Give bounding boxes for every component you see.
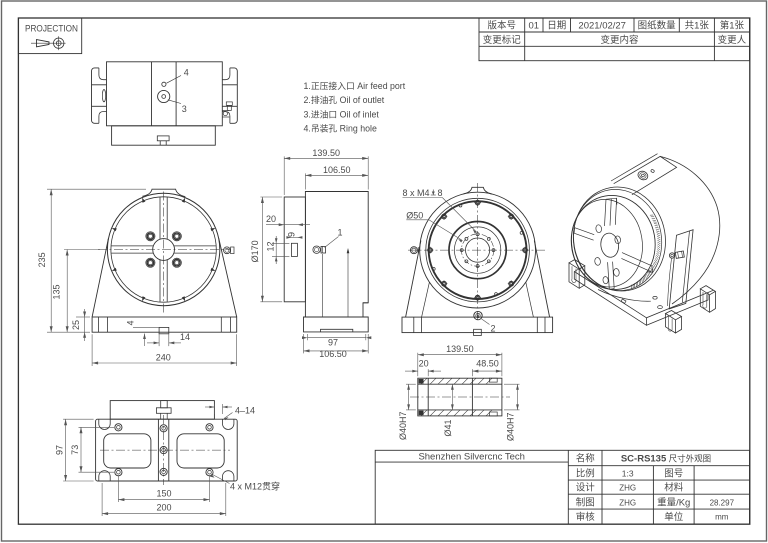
svg-text:第1张: 第1张 xyxy=(720,20,745,32)
svg-text:ZHG: ZHG xyxy=(619,484,636,493)
svg-text:Ø170: Ø170 xyxy=(250,240,260,262)
svg-text:28.297: 28.297 xyxy=(710,498,735,507)
svg-text:106.50: 106.50 xyxy=(319,349,347,359)
svg-text:PROJECTION: PROJECTION xyxy=(25,24,78,35)
svg-text:3: 3 xyxy=(182,104,187,114)
svg-text:97: 97 xyxy=(328,338,338,348)
svg-text:135: 135 xyxy=(51,284,61,299)
svg-text:1: 1 xyxy=(338,228,343,238)
svg-text:8 x M4: 8 x M4 xyxy=(403,188,430,198)
svg-text:3.进油口 Oil of inlet: 3.进油口 Oil of inlet xyxy=(304,108,380,119)
svg-text:名称: 名称 xyxy=(576,453,596,465)
svg-text:4: 4 xyxy=(184,68,189,78)
svg-text:Ø40H7: Ø40H7 xyxy=(506,412,516,441)
svg-text:235: 235 xyxy=(37,252,47,267)
svg-text:139.50: 139.50 xyxy=(446,344,474,354)
svg-text:8: 8 xyxy=(438,188,443,198)
svg-text:重量/Kg: 重量/Kg xyxy=(657,496,690,508)
svg-text:9: 9 xyxy=(287,232,297,237)
svg-text:4 x M12贯穿: 4 x M12贯穿 xyxy=(230,481,280,492)
svg-text:图纸数量: 图纸数量 xyxy=(638,20,677,32)
svg-text:图号: 图号 xyxy=(664,469,683,480)
svg-text:4.吊装孔 Ring hole: 4.吊装孔 Ring hole xyxy=(304,123,377,134)
svg-text:1:3: 1:3 xyxy=(622,469,634,479)
svg-text:14: 14 xyxy=(180,332,190,342)
svg-text:日期: 日期 xyxy=(547,21,566,32)
svg-text:4: 4 xyxy=(126,320,136,325)
svg-text:01: 01 xyxy=(529,21,540,32)
svg-text:mm: mm xyxy=(715,513,729,522)
svg-text:Ø41: Ø41 xyxy=(443,419,453,436)
svg-text:Ø40H7: Ø40H7 xyxy=(398,411,408,440)
svg-text:Shenzhen Silvercnc Tech: Shenzhen Silvercnc Tech xyxy=(418,452,525,463)
svg-text:ZHG: ZHG xyxy=(619,498,636,507)
svg-text:2: 2 xyxy=(491,324,496,334)
svg-text:共1张: 共1张 xyxy=(685,21,710,32)
svg-text:制图: 制图 xyxy=(576,496,595,508)
svg-text:设计: 设计 xyxy=(576,482,596,494)
svg-text:变更标记: 变更标记 xyxy=(483,34,522,46)
svg-text:版本号: 版本号 xyxy=(488,20,517,32)
svg-text:Ø50: Ø50 xyxy=(406,210,423,220)
svg-text:150: 150 xyxy=(156,488,171,498)
svg-text:材料: 材料 xyxy=(664,482,684,494)
svg-text:240: 240 xyxy=(156,353,171,363)
svg-text:审核: 审核 xyxy=(576,511,596,523)
svg-text:73: 73 xyxy=(70,445,80,455)
svg-text:2021/02/27: 2021/02/27 xyxy=(578,21,626,32)
svg-text:4–14: 4–14 xyxy=(235,406,255,416)
svg-text:SC-RS135 尺寸外观图: SC-RS135 尺寸外观图 xyxy=(621,454,711,465)
svg-text:200: 200 xyxy=(156,502,171,512)
svg-text:单位: 单位 xyxy=(664,511,684,523)
svg-text:12: 12 xyxy=(266,241,276,251)
svg-text:97: 97 xyxy=(55,445,65,455)
svg-text:48.50: 48.50 xyxy=(476,359,499,369)
svg-text:变更人: 变更人 xyxy=(718,34,747,46)
svg-text:2.排油孔 Oil of outlet: 2.排油孔 Oil of outlet xyxy=(304,94,385,105)
svg-text:20: 20 xyxy=(266,214,276,224)
svg-text:比例: 比例 xyxy=(576,468,595,480)
svg-text:139.50: 139.50 xyxy=(312,148,340,158)
svg-text:1.正压接入口 Air feed port: 1.正压接入口 Air feed port xyxy=(304,80,406,91)
svg-text:25: 25 xyxy=(71,320,81,330)
svg-text:106.50: 106.50 xyxy=(323,165,351,175)
svg-text:变更内容: 变更内容 xyxy=(600,34,639,46)
svg-text:20: 20 xyxy=(419,359,429,369)
